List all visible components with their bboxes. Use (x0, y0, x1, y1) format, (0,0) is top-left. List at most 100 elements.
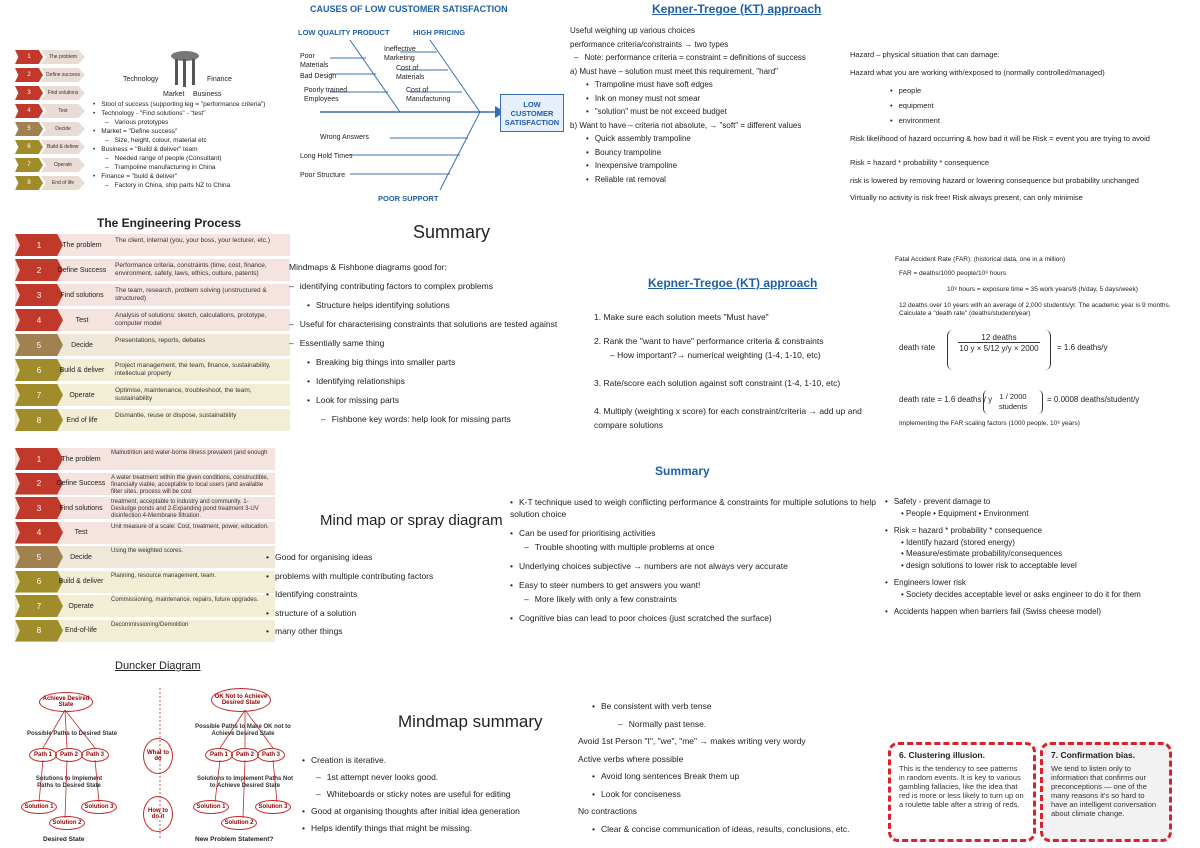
summary1-line: Useful for characterising constraints th… (289, 315, 589, 334)
cause-poor-structure: Poor Structure (300, 172, 346, 179)
water-row-desc: Unit measure of a scale: Cost, treatment… (111, 523, 269, 530)
eng-row-num: 1 (15, 234, 63, 256)
kt-title: Kepner-Tregoe (KT) approach (652, 2, 822, 16)
water-row-bar (15, 595, 275, 617)
summary2-title: Summary (655, 464, 710, 478)
stool-illustration (171, 51, 199, 87)
bias-card-clustering-title: 6. Clustering illusion. (899, 750, 985, 760)
hazard-exposure: Hazard what you are working with/exposed… (850, 68, 1105, 77)
water-row-label: Decide (70, 553, 92, 561)
summary1-line: Fishbone key words: help look for missin… (289, 410, 589, 429)
duncker-panel: Duncker Diagram Achieve Desired State Po… (15, 658, 305, 848)
eng-row-bar (15, 309, 290, 331)
eng-row-num: 4 (15, 309, 63, 331)
cause-wrong-answers: Wrong Answers (320, 134, 369, 141)
far-scaling: Implementing the FAR scaling factors (10… (899, 420, 1080, 427)
cause-ineffective-marketing: Ineffective Marketing (384, 46, 416, 62)
water-row-num: 3 (15, 497, 63, 519)
chevron-num: 1 (15, 50, 43, 64)
water-row-num: 1 (15, 448, 63, 470)
mindmap-summary-lines: Creation is iterative.1st attempt never … (302, 752, 587, 837)
summary2-line: Can be used for prioritising activities (510, 527, 880, 539)
summary2-line: Easy to steer numbers to get answers you… (510, 579, 880, 591)
duncker-right-top: OK Not to Achieve Desired State (211, 688, 271, 712)
eng-row-desc: Project management, the team, finance, s… (115, 362, 271, 377)
eng-row-label: Test (75, 316, 89, 324)
water-row-desc: Malnutrition and water-borne illness pre… (111, 450, 268, 456)
water-row-num: 4 (15, 521, 63, 544)
kt-line: Inexpensive trampoline (570, 159, 853, 173)
summary1-line: Look for missing parts (289, 391, 589, 410)
duncker-right-sol3: Solution 3 (255, 800, 291, 814)
safety-lines: Safety - prevent damage to• People • Equ… (885, 496, 1195, 618)
death-rate-result: = 1.6 deaths/y (1057, 343, 1108, 352)
safety-line: Risk = hazard * probability * consequenc… (885, 525, 1195, 537)
water-row-desc: Planning, resource management, team. (111, 572, 217, 579)
chevron-num: 7 (15, 158, 43, 172)
stool-note: Various prototypes (93, 118, 293, 127)
hazard-environment: environment (890, 116, 940, 126)
writing-lines: Be consistent with verb tenseNormally pa… (578, 698, 888, 838)
writing-line: No contractions (578, 806, 638, 816)
kt2-step1: 1. Make sure each solution meets "Must h… (594, 312, 769, 322)
kt2-step4: 4. Multiply (weighting x score) for each… (594, 406, 862, 430)
hazard-def: Hazard – physical situation that can dam… (850, 50, 1000, 59)
bias-card-clustering-body: This is the tendency to see patterns in … (899, 764, 1024, 809)
fishbone-lines (320, 39, 505, 191)
writing-line: Normally past tense. (578, 716, 888, 734)
chevron-label: The problem (41, 50, 85, 64)
summary1-line: identifying contributing factors to comp… (289, 277, 589, 296)
chevron-label: Build & deliver (41, 140, 85, 154)
duncker-mid-how: How to do it (143, 796, 173, 832)
summary1-line: Identifying relationships (289, 372, 589, 391)
fishbone-category-1: LOW QUALITY PRODUCT (298, 28, 390, 37)
duncker-title: Duncker Diagram (115, 660, 201, 672)
mindmap-item: Good for organising ideas (266, 548, 433, 567)
summary2-lines: K-T technique used to weigh conflicting … (510, 496, 880, 631)
writing-panel: Be consistent with verb tenseNormally pa… (578, 698, 888, 848)
death-rate-label: death rate (899, 343, 936, 352)
summary-mindmap-panel: Summary Mindmaps & Fishbone diagrams goo… (285, 220, 585, 435)
summary1-line: Structure helps identifying solutions (289, 296, 589, 315)
fatal-accident-panel: Fatal Accident Rate (FAR): (historical d… (895, 252, 1195, 437)
cause-cost-materials: Cost of Materials (396, 65, 425, 81)
duncker-left-path1: Path 1 (29, 748, 57, 762)
water-row-num: 5 (15, 546, 63, 568)
kt-line: performance criteria/constraints → two t… (570, 39, 729, 49)
chevron-label: Test (41, 104, 85, 118)
mindmap-items: Good for organising ideasproblems with m… (266, 548, 433, 641)
mindmap-panel: Mind map or spray diagram Good for organ… (262, 510, 507, 645)
mindmap-item: many other things (266, 622, 433, 641)
chevron-num: 6 (15, 140, 43, 154)
mindmap-summary-title: Mindmap summary (398, 712, 543, 731)
cause-cost-manufacturing: Cost of Manufacturing (406, 87, 451, 103)
safety-line: Engineers lower risk (885, 577, 1195, 589)
eng-row-desc: Dismantle, reuse or dispose, sustainabil… (115, 412, 237, 419)
writing-line: Clear & concise communication of ideas, … (578, 821, 888, 839)
eng-row-num: 7 (15, 384, 63, 406)
kt-line: Quick assembly trampoline (570, 132, 853, 146)
chevron-label: Find solutions (41, 86, 85, 100)
summary2-line: More likely with only a few constraints (510, 593, 880, 605)
fishbone-category-3: POOR SUPPORT (378, 194, 439, 203)
duncker-left-sol1: Solution 1 (21, 800, 57, 814)
duncker-left-sol-label: Solutions to Implement Paths to Desired … (35, 776, 103, 789)
summary2-line: Underlying choices subjective → numbers … (510, 560, 880, 572)
chevron-label: Operate (41, 158, 85, 172)
chevron-num: 8 (15, 176, 43, 190)
summary1-line: Breaking big things into smaller parts (289, 353, 589, 372)
stool-note: Factory in China, ship parts NZ to China (93, 181, 293, 190)
duncker-right-paths-label: Possible Paths to Make OK not to Achieve… (195, 724, 291, 737)
stool-notes: Stool of success (supporting leg = "perf… (93, 100, 293, 190)
far-example: 12 deaths over 10 years with an average … (899, 302, 1171, 317)
eng-row-num: 5 (15, 334, 63, 356)
mindmap-item: problems with multiple contributing fact… (266, 567, 433, 586)
safety-line: • Society decides acceptable level or as… (901, 589, 1141, 599)
writing-line: Be consistent with verb tense (578, 698, 888, 716)
eng-row-bar (15, 284, 290, 306)
water-row-desc: A water treatment within the given condi… (111, 474, 269, 495)
chevron-num: 4 (15, 104, 43, 118)
water-row-label: Test (74, 529, 88, 536)
